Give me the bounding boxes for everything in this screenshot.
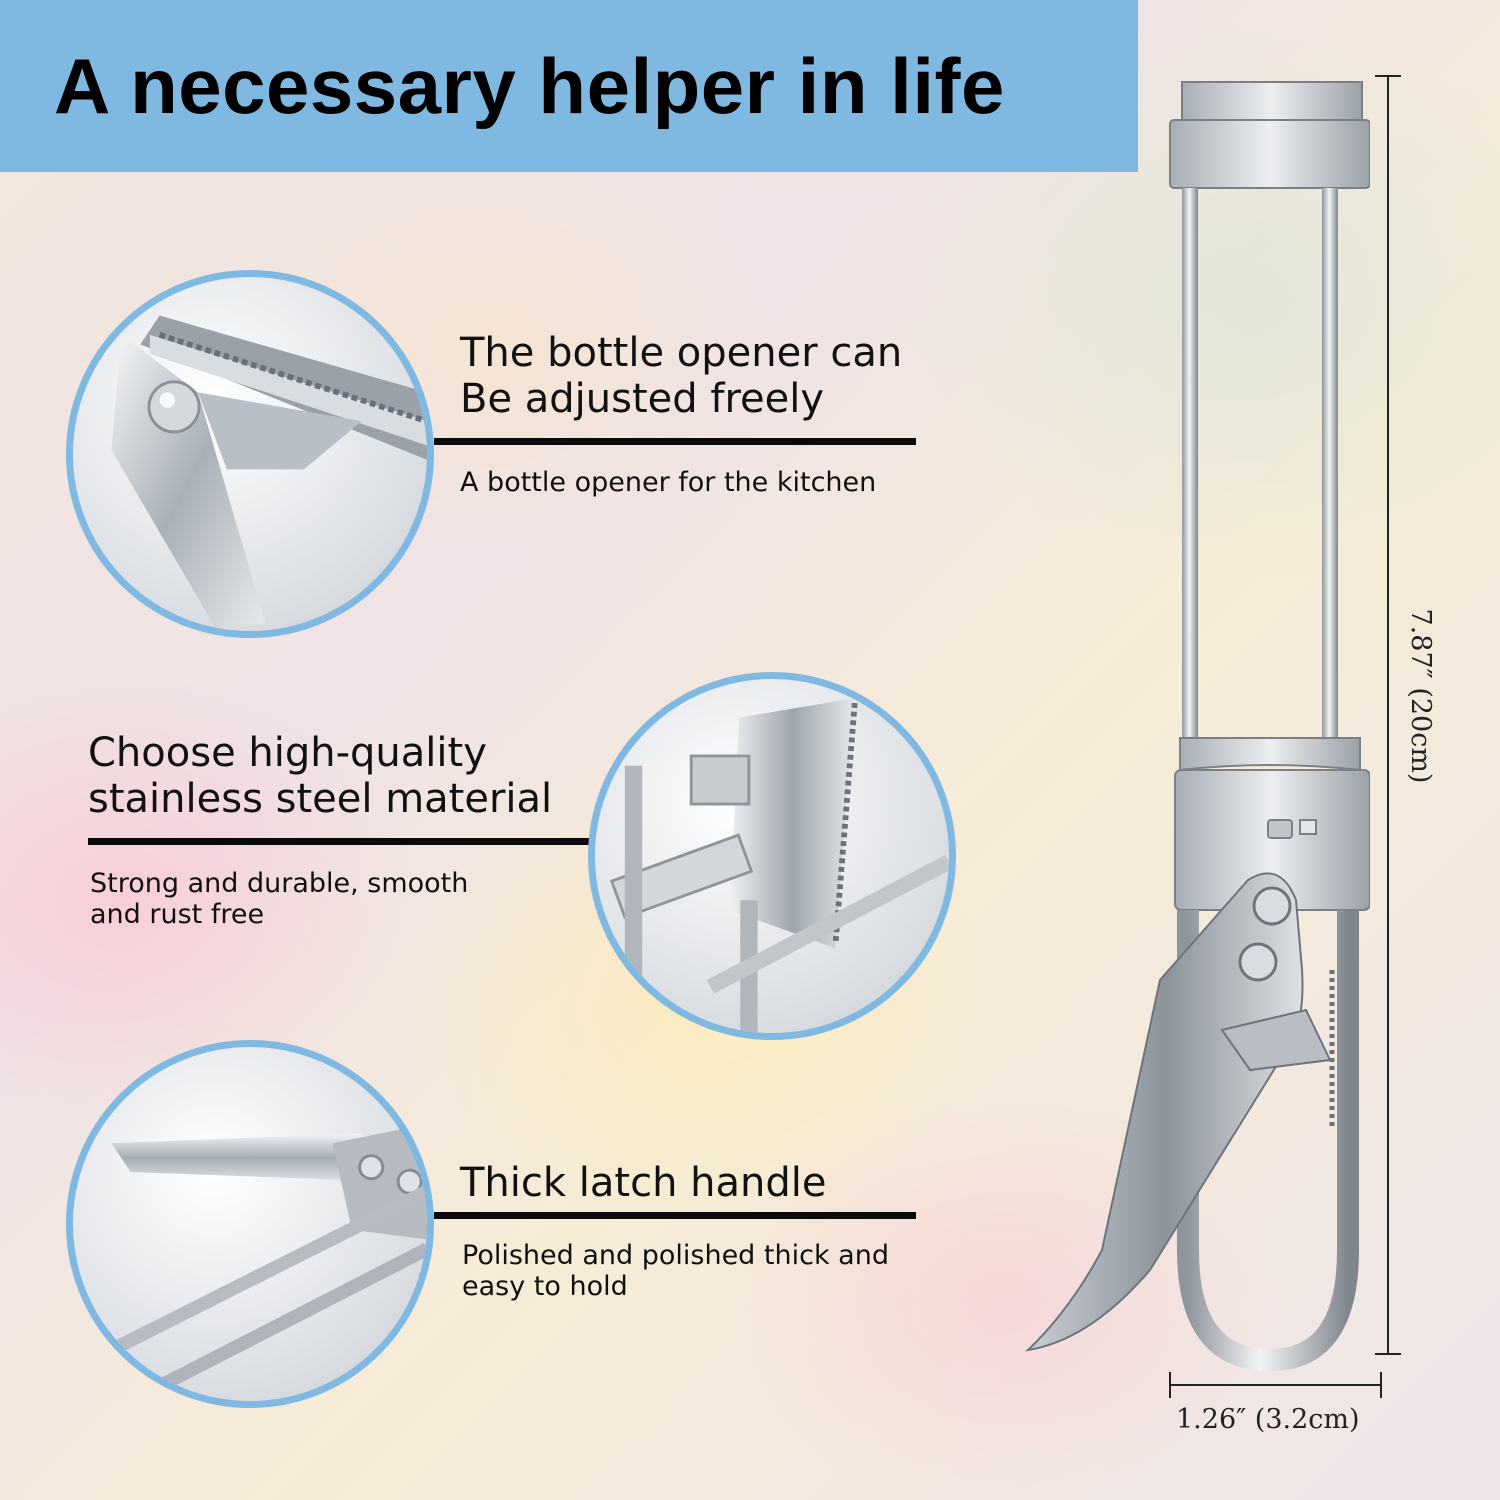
- bottle-opener-product-image: [1010, 70, 1371, 1390]
- width-dimension-cap-right: [1380, 1372, 1382, 1398]
- steel-frame-closeup-image: [609, 698, 949, 1033]
- bottle-opener-illustration: [1024, 81, 1371, 1372]
- width-dimension-cap-left: [1169, 1372, 1171, 1398]
- zoom-circle-material: [588, 672, 956, 1040]
- height-dimension-cap-top: [1375, 75, 1401, 77]
- height-dimension-cap-bottom: [1375, 1353, 1401, 1355]
- latch-handle-closeup-image: [79, 1123, 427, 1401]
- feature-title-material: Choose high-quality stainless steel mate…: [88, 730, 553, 822]
- page-title: A necessary helper in life: [54, 41, 1005, 130]
- height-dimension-line: [1387, 75, 1389, 1355]
- feature-title-handle: Thick latch handle: [460, 1160, 827, 1206]
- divider-rule: [434, 1212, 916, 1219]
- divider-rule: [88, 838, 590, 845]
- feature-subtitle-adjustable: A bottle opener for the kitchen: [460, 467, 877, 498]
- feature-subtitle-material: Strong and durable, smooth and rust free: [90, 868, 469, 930]
- height-dimension-label: 7.87″ (20cm): [1405, 608, 1436, 784]
- zoom-circle-handle: [66, 1040, 434, 1408]
- header-banner: A necessary helper in life: [0, 0, 1138, 172]
- feature-subtitle-handle: Polished and polished thick and easy to …: [462, 1240, 889, 1302]
- width-dimension-label: 1.26″ (3.2cm): [1176, 1404, 1360, 1435]
- serrated-jaw-closeup-image: [111, 315, 427, 631]
- width-dimension-line: [1170, 1384, 1382, 1386]
- divider-rule: [434, 438, 916, 445]
- feature-title-adjustable: The bottle opener can Be adjusted freely: [460, 330, 903, 422]
- zoom-circle-adjuster: [66, 270, 434, 638]
